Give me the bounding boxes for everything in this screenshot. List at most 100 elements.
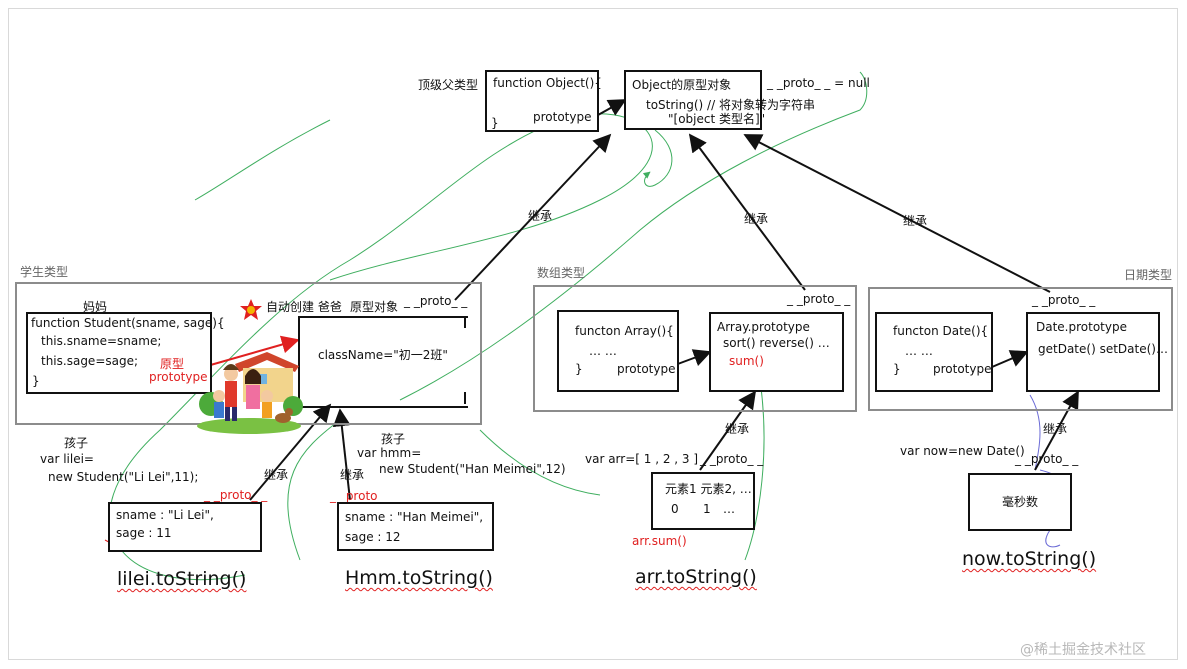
student-prototype-label: prototype bbox=[149, 370, 208, 384]
annotation-scribble bbox=[744, 379, 765, 561]
object-constructor-line: function Object(){ bbox=[493, 76, 602, 90]
arrow-date-inherit bbox=[743, 134, 1051, 293]
box-edge bbox=[464, 392, 466, 404]
hmm-tostring-call: Hmm.toString() bbox=[345, 567, 493, 589]
student-constructor-line: } bbox=[32, 374, 40, 388]
proto-object-label: 原型对象 bbox=[350, 300, 399, 314]
child1-code: var lilei= bbox=[40, 452, 94, 466]
annotation-scribble bbox=[287, 419, 341, 561]
inherit-label-student: 继承 bbox=[528, 209, 553, 223]
student-constructor-box: function Student(sname, sage){ this.snam… bbox=[26, 312, 225, 394]
student-constructor-line: this.sage=sage; bbox=[41, 354, 139, 368]
lilei-instance-box: sname : "Li Lei", sage : 11 bbox=[108, 502, 262, 552]
array-group-label: 数组类型 bbox=[537, 266, 586, 280]
date-constructor-box: functon Date(){ … … prototype } bbox=[875, 312, 993, 392]
date-prototype-label: prototype bbox=[933, 362, 992, 376]
child2-proto-label: _ _proto_ _ bbox=[330, 489, 394, 503]
date-prototype-methods: getDate() setDate()… bbox=[1038, 342, 1168, 356]
object-tostring-method: toString() // 将对象转为字符串 bbox=[646, 98, 815, 112]
array-constructor-box: functon Array(){ … … prototype } bbox=[557, 310, 679, 392]
arr-instance-box: 元素1 元素2, … 0 1 … bbox=[651, 472, 755, 530]
class-name-property: className="初一2班" bbox=[318, 348, 448, 362]
hmm-instance-box: sname : "Han Meimei", sage : 12 bbox=[337, 502, 494, 551]
array-constructor-dots: … … bbox=[589, 344, 617, 358]
annotation-scribble bbox=[109, 113, 653, 580]
arrow-array-prototype bbox=[674, 349, 712, 367]
inherit-label-now: 继承 bbox=[1043, 422, 1068, 436]
arr-sum-note: arr.sum() bbox=[632, 534, 687, 548]
object-constructor-close: } bbox=[491, 116, 499, 130]
date-constructor-dots: … … bbox=[905, 344, 933, 358]
object-tostring-result: "[object 类型名]" bbox=[668, 112, 766, 126]
arr-index: … bbox=[723, 502, 735, 516]
child2-label: 孩子 bbox=[381, 432, 406, 446]
inherit-label-array: 继承 bbox=[744, 212, 769, 226]
arrow-object-prototype bbox=[597, 99, 627, 116]
array-custom-method: sum() bbox=[729, 354, 764, 368]
watermark: @稀土掘金技术社区 bbox=[1020, 642, 1146, 658]
student-prototype-label: 原型 bbox=[160, 357, 185, 371]
arrow-array-inherit bbox=[688, 133, 806, 291]
arrow-hmm-inherit bbox=[332, 408, 351, 501]
date-constructor-close: } bbox=[893, 362, 901, 376]
child1-proto-label: _ _proto_ _ bbox=[204, 488, 268, 502]
array-constructor-close: } bbox=[575, 362, 583, 376]
arr-code: var arr=[ 1 , 2 , 3 ] bbox=[585, 452, 699, 466]
student-proto-label: _ _proto_ _ bbox=[404, 294, 468, 308]
array-proto-label: _ _proto_ _ bbox=[787, 292, 851, 306]
annotation-scribble bbox=[1029, 394, 1041, 471]
date-group bbox=[868, 287, 1173, 411]
arrow-student-prototype bbox=[199, 335, 300, 369]
child2-code: new Student("Han Meimei",12) bbox=[379, 462, 566, 476]
date-proto-label: _ _proto_ _ bbox=[1032, 293, 1096, 307]
date-prototype-box: Date.prototype getDate() setDate()… bbox=[1026, 312, 1168, 392]
array-constructor-line: functon Array(){ bbox=[575, 324, 674, 338]
lilei-field: sname : "Li Lei", bbox=[116, 508, 214, 522]
student-group-label: 学生类型 bbox=[20, 265, 69, 279]
arr-tostring-call: arr.toString() bbox=[635, 566, 757, 588]
arr-index: 0 bbox=[671, 502, 679, 516]
date-constructor-line: functon Date(){ bbox=[893, 324, 989, 338]
array-group bbox=[533, 285, 857, 412]
box-edge bbox=[464, 316, 466, 328]
arrow-student-inherit bbox=[454, 133, 612, 301]
child2-code: var hmm= bbox=[357, 446, 422, 460]
now-code: var now=new Date() bbox=[900, 444, 1025, 458]
family-illustration bbox=[197, 352, 303, 434]
now-tostring-call: now.toString() bbox=[962, 548, 1097, 570]
array-prototype-label: prototype bbox=[617, 362, 676, 376]
lilei-tostring-call: lilei.toString() bbox=[117, 568, 247, 590]
child1-label: 孩子 bbox=[64, 436, 89, 450]
student-constructor-line: this.sname=sname; bbox=[41, 334, 162, 348]
mom-label: 妈妈 bbox=[83, 300, 108, 314]
hmm-field: sname : "Han Meimei", bbox=[345, 510, 484, 524]
object-prototype-label: prototype bbox=[533, 110, 592, 124]
child1-code: new Student("Li Lei",11); bbox=[48, 470, 199, 484]
auto-created-label: 自动创建 爸爸 bbox=[266, 300, 342, 314]
arrow-date-prototype bbox=[991, 350, 1029, 368]
annotation-scribble bbox=[479, 429, 601, 496]
now-instance-box: 毫秒数 bbox=[968, 473, 1072, 531]
parent-type-label: 顶级父类型 bbox=[418, 78, 479, 92]
date-prototype-title: Date.prototype bbox=[1036, 320, 1127, 334]
student-constructor-line: function Student(sname, sage){ bbox=[31, 316, 225, 330]
star-badge-icon bbox=[240, 299, 262, 320]
arr-proto-label: _ _proto_ _ bbox=[700, 452, 764, 466]
now-proto-label: _ _proto_ _ bbox=[1015, 452, 1079, 466]
array-prototype-title: Array.prototype bbox=[717, 320, 810, 334]
arr-element-headers: 元素1 元素2, … bbox=[665, 482, 752, 496]
lilei-field: sage : 11 bbox=[116, 526, 172, 540]
array-prototype-box: Array.prototype sort() reverse() … sum() bbox=[709, 312, 844, 392]
inherit-label-hmm: 继承 bbox=[340, 468, 365, 482]
object-constructor-box: function Object(){ prototype } bbox=[485, 70, 602, 132]
annotation-scribble bbox=[642, 129, 673, 187]
inherit-label-arr: 继承 bbox=[725, 422, 750, 436]
object-prototype-box: Object的原型对象 toString() // 将对象转为字符串 "[obj… bbox=[624, 70, 815, 130]
arrow-lilei-inherit bbox=[249, 403, 332, 501]
object-prototype-title: Object的原型对象 bbox=[632, 78, 732, 92]
annotation-scribble bbox=[194, 119, 331, 201]
inherit-label-lilei: 继承 bbox=[264, 468, 289, 482]
array-prototype-methods: sort() reverse() … bbox=[723, 336, 830, 350]
arrow-arr-inherit bbox=[699, 390, 757, 471]
